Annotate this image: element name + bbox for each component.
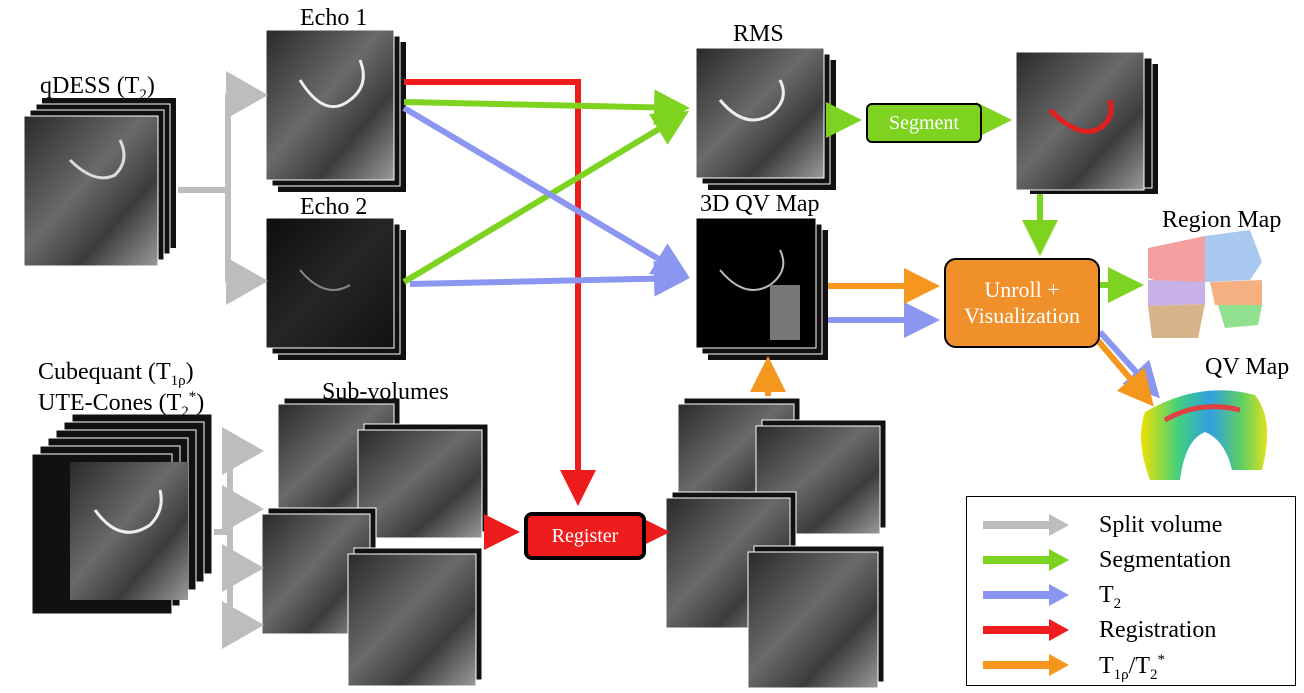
qv3d-image: [695, 217, 828, 360]
legend-t1rho-text: T: [1099, 653, 1114, 679]
qdess-label-end: ): [146, 73, 155, 99]
echo2-label: Echo 2: [300, 194, 368, 220]
qv-map: [1141, 390, 1268, 480]
unroll-line2: Visualization: [964, 303, 1080, 328]
legend-label-t2: T2: [1099, 582, 1121, 613]
legend-arrowhead-split: [1049, 514, 1069, 536]
subvolumes-label: Sub-volumes: [322, 379, 449, 405]
legend-arrowhead-t2: [1049, 584, 1069, 606]
legend-arrowhead-segmentation: [1049, 549, 1069, 571]
legend-label-registration: Registration: [1099, 617, 1217, 643]
ute-label-text: UTE-Cones (T: [38, 390, 182, 416]
ute-label-sub: 2: [181, 403, 189, 420]
legend-swatch-segmentation: [983, 556, 1053, 564]
segmentation-arrows: [402, 89, 1144, 303]
legend-label-split: Split volume: [1099, 512, 1223, 538]
legend-swatch-t1rho: [983, 661, 1053, 669]
echo2-image: [265, 217, 406, 360]
split-arrows-cubequant: [214, 427, 264, 649]
qdess-label: qDESS (T2): [40, 74, 155, 103]
subvolume-stacks: [261, 397, 489, 687]
legend-swatch-split: [983, 521, 1053, 529]
region-map: [1148, 230, 1262, 338]
legend: Split volume Segmentation T2 Registratio…: [966, 496, 1296, 686]
qv3d-label: 3D QV Map: [700, 191, 820, 217]
legend-t1rho-sub: 1ρ: [1113, 666, 1129, 683]
legend-label-segmentation: Segmentation: [1099, 547, 1231, 573]
qdess-stack: [23, 98, 176, 267]
ute-label-end: ): [196, 390, 205, 416]
cubequant-label: Cubequant (T1ρ): [38, 360, 194, 389]
unroll-line1: Unroll +: [984, 277, 1060, 302]
segmented-image: [1015, 51, 1158, 194]
cubequant-label-end: ): [185, 359, 194, 385]
qv-map-label: QV Map: [1205, 354, 1290, 380]
legend-row-t1rho: T1ρ/T2*: [967, 649, 1295, 683]
split-arrows-qdess: [178, 71, 268, 305]
legend-t2-text: T: [1099, 582, 1114, 608]
segment-box: Segment: [866, 103, 982, 143]
legend-swatch-registration: [983, 626, 1053, 634]
cubequant-label-sub: 1ρ: [170, 372, 186, 389]
qdess-label-sub: 2: [139, 86, 147, 103]
t1rho-arrows: [750, 268, 1154, 407]
region-map-label: Region Map: [1162, 207, 1282, 233]
legend-t1rho-sup2: *: [1157, 652, 1166, 668]
legend-t2-sub: 2: [1113, 595, 1122, 612]
legend-label-t1rho: T1ρ/T2*: [1099, 652, 1165, 684]
cubequant-label-text: Cubequant (T: [38, 359, 171, 385]
legend-arrowhead-t1rho: [1049, 654, 1069, 676]
ute-label: UTE-Cones (T2*): [38, 390, 204, 420]
legend-row-registration: Registration: [967, 614, 1295, 644]
legend-arrowhead-registration: [1049, 619, 1069, 641]
registered-stacks: [665, 397, 887, 689]
cubequant-stack: [31, 413, 213, 615]
legend-row-t2: T2: [967, 579, 1295, 612]
legend-t1rho-mid: /T: [1128, 653, 1150, 679]
legend-t1rho-sub2: 2: [1150, 666, 1158, 683]
register-box: Register: [524, 512, 646, 560]
legend-row-split: Split volume: [967, 509, 1295, 539]
legend-row-segmentation: Segmentation: [967, 544, 1295, 574]
ute-label-sup: *: [188, 389, 197, 405]
unroll-visualization-box: Unroll + Visualization: [944, 258, 1100, 348]
qdess-label-text: qDESS (T: [40, 73, 140, 99]
rms-label: RMS: [733, 21, 784, 47]
rms-image: [695, 47, 836, 190]
legend-swatch-t2: [983, 591, 1053, 599]
echo1-image: [265, 29, 406, 192]
echo1-label: Echo 1: [300, 5, 368, 31]
